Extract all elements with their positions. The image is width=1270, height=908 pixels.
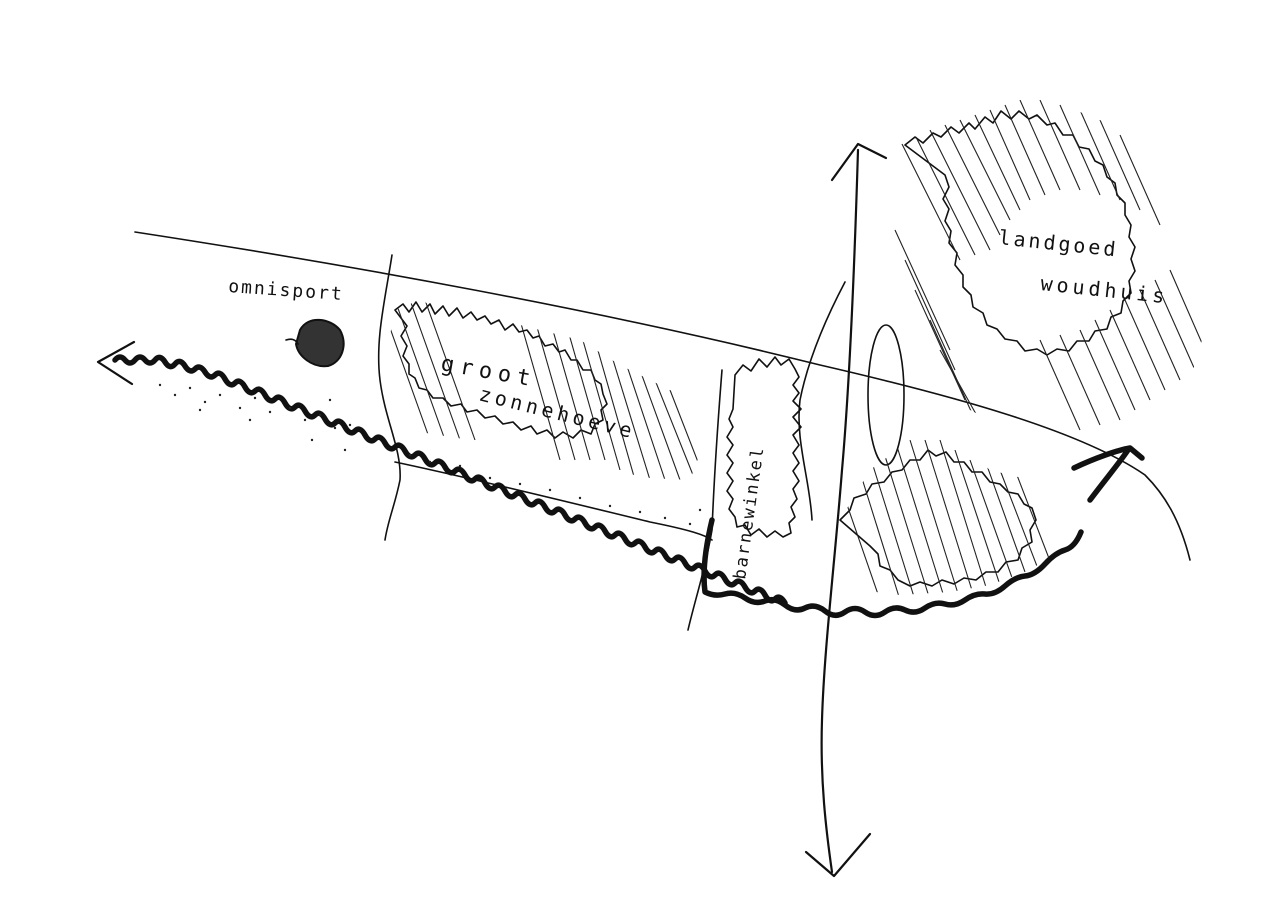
zonnehoeve-hatch bbox=[385, 300, 705, 480]
zonnehoeve-outline bbox=[394, 301, 608, 439]
label-zonnehoeve: zonnehoeve bbox=[477, 382, 638, 444]
divider-left bbox=[377, 254, 401, 541]
stipple-area bbox=[158, 383, 702, 526]
band-bottom-line bbox=[394, 461, 713, 541]
wavy-boundary-west bbox=[112, 354, 788, 606]
omnisport-building bbox=[294, 318, 345, 368]
pond-ellipse bbox=[867, 324, 905, 466]
arrow-head-north bbox=[830, 142, 888, 182]
omnisport-leader bbox=[285, 338, 299, 345]
landgoed-outline bbox=[904, 110, 1136, 356]
lower-area-outline bbox=[839, 449, 1037, 587]
wavy-boundary-south bbox=[701, 517, 1084, 619]
arrow-head-west bbox=[96, 340, 136, 386]
arrow-head-south bbox=[804, 832, 872, 878]
band-top-line bbox=[134, 231, 1191, 561]
label-woudhuis: woudhuis bbox=[1039, 271, 1169, 308]
label-omnisport: omnisport bbox=[228, 276, 345, 305]
landgoed-hatch bbox=[894, 100, 1205, 431]
label-barnewinkel: barnewinkel bbox=[730, 445, 769, 581]
meander-line bbox=[798, 281, 846, 521]
barnewinkel-outline bbox=[726, 356, 802, 538]
label-landgoed: landgoed bbox=[997, 225, 1119, 261]
arrow-shaft-ns bbox=[820, 148, 860, 874]
arrow-head-east bbox=[1071, 445, 1145, 503]
